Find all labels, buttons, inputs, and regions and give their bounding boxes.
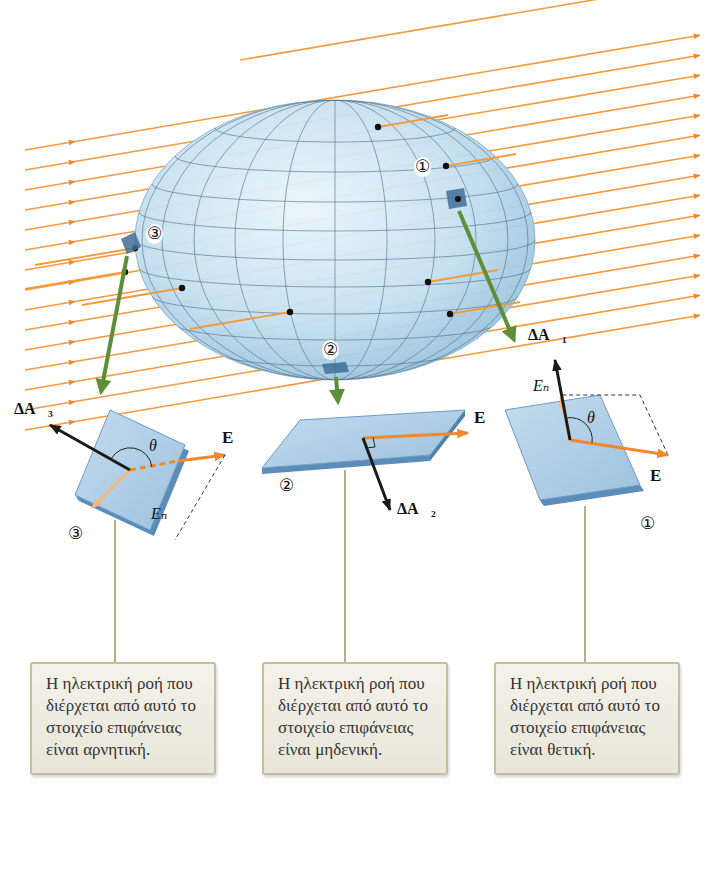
grid-meridian bbox=[162, 100, 508, 380]
element-number: ③ bbox=[68, 524, 83, 544]
vector-label: E⃗ bbox=[650, 466, 675, 486]
leader-line bbox=[344, 470, 346, 662]
closed-surface bbox=[135, 100, 535, 380]
vector-label: E⃗ bbox=[222, 428, 247, 448]
callout-number: ③ bbox=[146, 224, 163, 244]
surface-element bbox=[446, 188, 467, 209]
leader-line bbox=[584, 506, 586, 662]
grid-parallel bbox=[175, 156, 495, 172]
field-dot bbox=[179, 285, 185, 291]
field-dot bbox=[443, 163, 449, 169]
vector-label: Eₙ bbox=[151, 505, 167, 523]
vector-label: θ bbox=[587, 409, 595, 427]
field-lines bbox=[25, 0, 700, 430]
plate-edge bbox=[75, 410, 189, 536]
field-segment bbox=[378, 115, 448, 127]
field-segment bbox=[446, 154, 516, 166]
caption-text: Η ηλεκτρική ροή που διέρχεται από αυτό τ… bbox=[46, 673, 200, 761]
area-vector bbox=[555, 360, 570, 440]
field-dot bbox=[447, 311, 453, 317]
field-dots bbox=[122, 124, 461, 317]
area-vector bbox=[363, 438, 390, 510]
caption-text: Η ηλεκτρική ροή που διέρχεται από αυτό τ… bbox=[278, 673, 432, 761]
area-vector bbox=[50, 425, 130, 470]
element-number: ① bbox=[640, 514, 655, 534]
field-dot bbox=[375, 124, 381, 130]
leader-line bbox=[114, 520, 116, 662]
leader-lines bbox=[115, 470, 585, 662]
zoom-arrows bbox=[101, 211, 514, 402]
grid-parallel bbox=[139, 268, 531, 287]
field-vector bbox=[570, 440, 668, 455]
grid-parallel bbox=[175, 324, 495, 340]
angle-arc bbox=[111, 448, 152, 467]
grid-meridian bbox=[142, 100, 528, 380]
vector-label: E⃗ bbox=[474, 408, 499, 428]
field-dot bbox=[455, 196, 461, 202]
field-vector-hidden bbox=[130, 461, 178, 470]
surface-element bbox=[322, 362, 349, 374]
callout-number: ① bbox=[414, 157, 431, 177]
projection-line bbox=[562, 395, 668, 455]
surface-grid bbox=[135, 100, 535, 380]
field-segment bbox=[25, 272, 125, 289]
field-dot bbox=[425, 279, 431, 285]
zoom-arrow bbox=[101, 256, 127, 392]
callout-number: ② bbox=[322, 340, 339, 360]
field-segment bbox=[190, 312, 290, 329]
surface-element-1 bbox=[505, 360, 668, 506]
grid-parallel bbox=[215, 128, 455, 142]
grid-meridian bbox=[194, 100, 476, 380]
caption-box: Η ηλεκτρική ροή που διέρχεται από αυτό τ… bbox=[30, 662, 216, 775]
field-segment bbox=[35, 248, 135, 265]
element-number: ② bbox=[279, 476, 294, 496]
field-segment bbox=[450, 302, 520, 314]
surface-field-segments bbox=[25, 115, 520, 329]
surface-element bbox=[121, 232, 141, 254]
zoom-arrow bbox=[336, 377, 338, 402]
field-vector bbox=[178, 455, 225, 461]
zoom-arrow bbox=[459, 211, 514, 340]
field-vector bbox=[363, 433, 468, 438]
field-line bbox=[240, 0, 690, 60]
field-dot bbox=[287, 309, 293, 315]
field-segment bbox=[82, 288, 182, 305]
vector-label: θ bbox=[149, 437, 157, 455]
normal-component bbox=[92, 470, 130, 508]
caption-text: Η ηλεκτρική ροή που διέρχεται από αυτό τ… bbox=[510, 673, 664, 761]
caption-box: Η ηλεκτρική ροή που διέρχεται από αυτό τ… bbox=[494, 662, 680, 775]
surface-element-3 bbox=[50, 410, 225, 540]
vector-label: ΔA⃗₃ bbox=[14, 400, 53, 418]
surface-element-2 bbox=[262, 410, 468, 510]
grid-parallel bbox=[139, 212, 531, 231]
vector-label: ΔA⃗₁ bbox=[528, 326, 567, 344]
caption-box: Η ηλεκτρική ροή που διέρχεται από αυτό τ… bbox=[262, 662, 448, 775]
projection-line bbox=[175, 455, 225, 540]
vector-label: Eₙ bbox=[533, 377, 549, 395]
vector-label: ΔA⃗₂ bbox=[397, 500, 436, 518]
